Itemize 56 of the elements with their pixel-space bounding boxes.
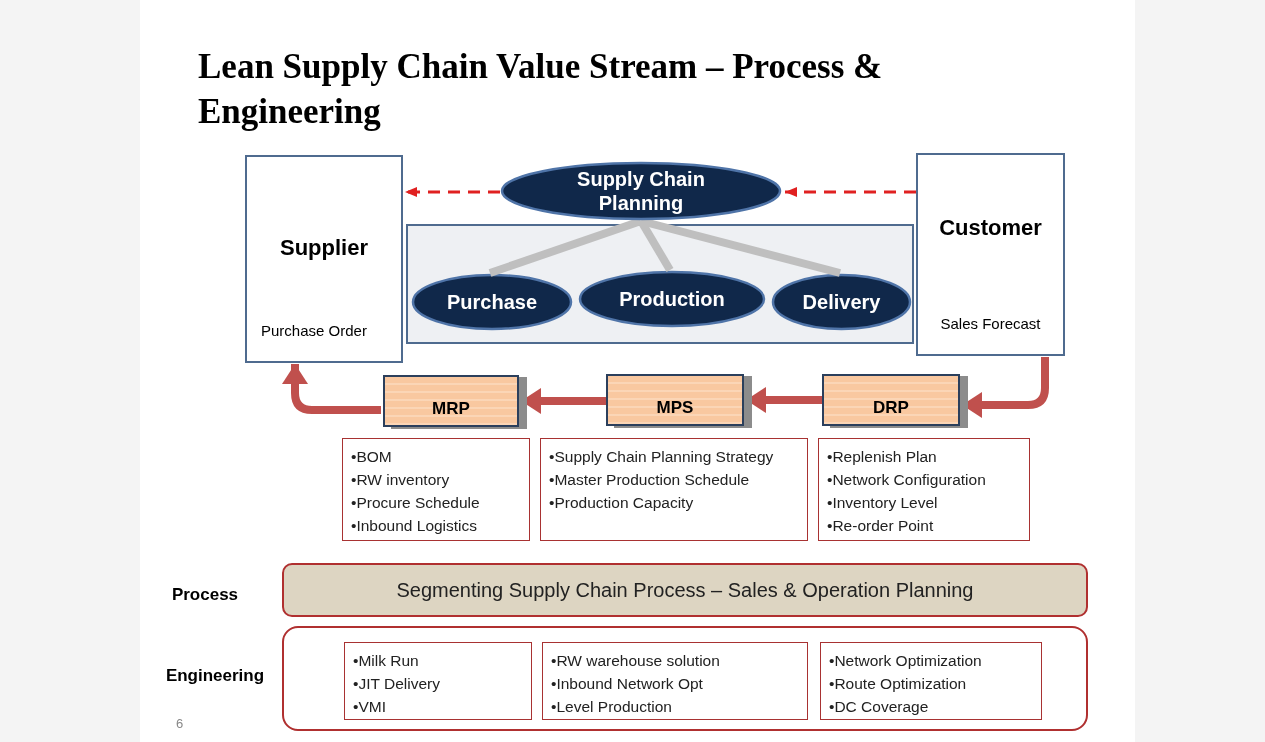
entity-box bbox=[916, 153, 1065, 356]
bullet-item: •Network Configuration bbox=[827, 470, 987, 490]
arrow bbox=[405, 187, 500, 197]
process-band bbox=[282, 563, 1088, 617]
bullet-item: •DC Coverage bbox=[829, 697, 930, 717]
bullet-item: •RW inventory bbox=[351, 470, 451, 490]
connector-line bbox=[640, 217, 841, 277]
group-frame bbox=[282, 626, 1088, 731]
bullet-item: •Route Optimization bbox=[829, 674, 968, 694]
bullet-item: •Inventory Level bbox=[827, 493, 939, 513]
side-label: Engineering bbox=[164, 666, 266, 686]
module-label: MPS bbox=[655, 398, 695, 418]
bullet-item: •Procure Schedule bbox=[351, 493, 481, 513]
module-label: MRP bbox=[431, 399, 471, 419]
bullet-list-box bbox=[342, 438, 530, 541]
entity-box bbox=[245, 155, 403, 363]
bullet-list-box bbox=[542, 642, 808, 720]
arrow bbox=[282, 364, 381, 414]
bullet-item: •Production Capacity bbox=[549, 493, 695, 513]
function-ellipse bbox=[771, 273, 912, 331]
bullet-list-box bbox=[540, 438, 808, 541]
ellipse-label: Production bbox=[618, 287, 726, 311]
bullet-item: •RW warehouse solution bbox=[551, 651, 721, 671]
band-label: Segmenting Supply Chain Process – Sales & Operation Planning bbox=[395, 579, 975, 602]
panel-background bbox=[406, 224, 914, 344]
function-ellipse bbox=[411, 273, 573, 331]
module-label: DRP bbox=[872, 398, 910, 418]
bullet-item: •JIT Delivery bbox=[353, 674, 441, 694]
bullet-item: •Network Optimization bbox=[829, 651, 983, 671]
bullet-item: •Supply Chain Planning Strategy bbox=[549, 447, 775, 467]
ellipse-label: Supply Chain Planning bbox=[576, 167, 706, 215]
bullet-item: •BOM bbox=[351, 447, 393, 467]
entity-note: Sales Forecast bbox=[939, 315, 1042, 332]
ellipse-label: Purchase bbox=[445, 290, 539, 314]
connector-line bbox=[488, 217, 643, 277]
slide-title: Lean Supply Chain Value Stream – Process & Engineering bbox=[198, 46, 884, 133]
side-label: Process bbox=[170, 585, 240, 605]
bullet-item: •Level Production bbox=[551, 697, 673, 717]
ellipse-label: Delivery bbox=[801, 290, 882, 314]
bullet-list-box bbox=[818, 438, 1030, 541]
bullet-item: •Inbound Logistics bbox=[351, 516, 479, 536]
arrow bbox=[785, 187, 916, 197]
bullet-item: •VMI bbox=[353, 697, 387, 717]
bullet-item: •Milk Run bbox=[353, 651, 420, 671]
bullet-list-box bbox=[344, 642, 532, 720]
bullet-item: •Re-order Point bbox=[827, 516, 935, 536]
entity-name: Customer bbox=[938, 215, 1043, 241]
bullet-item: •Master Production Schedule bbox=[549, 470, 751, 490]
entity-note: Purchase Order bbox=[261, 322, 368, 339]
bullet-item: •Inbound Network Opt bbox=[551, 674, 704, 694]
function-ellipse bbox=[578, 270, 766, 328]
bullet-list-box bbox=[820, 642, 1042, 720]
planning-ellipse bbox=[500, 161, 782, 221]
entity-name: Supplier bbox=[279, 235, 369, 261]
page-number: 6 bbox=[176, 716, 184, 731]
bullet-item: •Replenish Plan bbox=[827, 447, 938, 467]
